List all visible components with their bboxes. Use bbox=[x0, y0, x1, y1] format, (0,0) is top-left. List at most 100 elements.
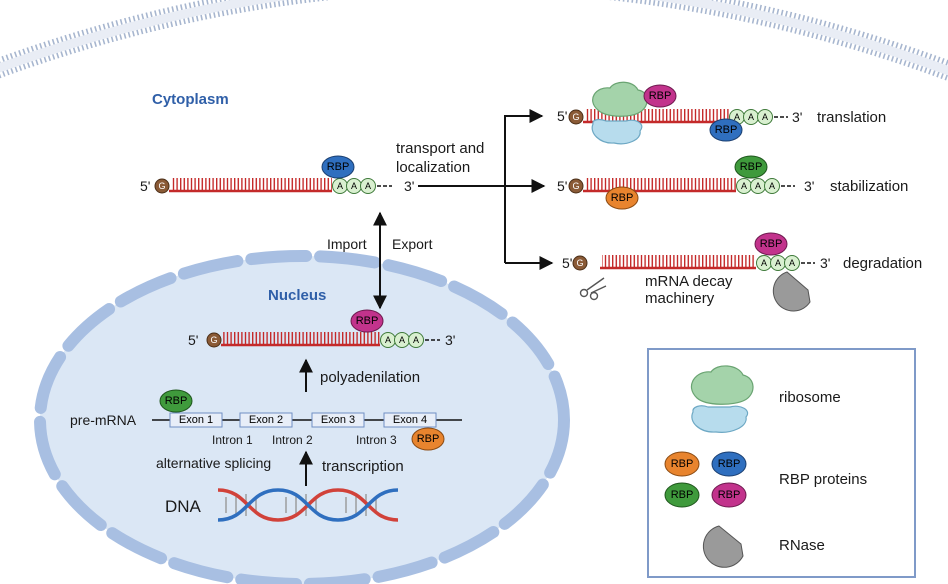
rbp-green bbox=[159, 389, 193, 413]
svg-text:RBP: RBP bbox=[611, 192, 634, 204]
stabilization-label: stabilization bbox=[830, 178, 908, 195]
import-label: Import bbox=[327, 236, 367, 252]
exon-3: Exon 3 bbox=[321, 414, 355, 426]
svg-text:RBP: RBP bbox=[718, 458, 741, 470]
legend-rbp-green bbox=[664, 482, 700, 508]
legend-ribosome-icon bbox=[690, 365, 754, 433]
cap-icon bbox=[154, 178, 170, 194]
svg-text:RBP: RBP bbox=[417, 433, 440, 445]
svg-text:RBP: RBP bbox=[718, 489, 741, 501]
translation-label: translation bbox=[817, 109, 886, 126]
exon-1: Exon 1 bbox=[179, 414, 213, 426]
svg-text:A: A bbox=[351, 181, 357, 191]
svg-text:A: A bbox=[769, 181, 775, 191]
intron-1: Intron 1 bbox=[212, 433, 253, 447]
svg-text:RBP: RBP bbox=[671, 458, 694, 470]
svg-text:RBP: RBP bbox=[760, 238, 783, 250]
svg-text:RBP: RBP bbox=[327, 161, 350, 173]
cytoplasmic-mrna: 5' G A A A 3' RBP bbox=[140, 155, 414, 194]
five-prime-label: 5' bbox=[140, 178, 150, 194]
legend-rbp-orange bbox=[664, 451, 700, 477]
svg-text:5': 5' bbox=[557, 178, 567, 194]
svg-text:A: A bbox=[741, 181, 747, 191]
svg-text:3': 3' bbox=[820, 255, 830, 271]
legend-rnase-label: RNase bbox=[779, 537, 825, 554]
transport-arrows bbox=[418, 109, 554, 270]
export-label: Export bbox=[392, 236, 433, 252]
svg-text:A: A bbox=[789, 258, 795, 268]
transport-label-line2: localization bbox=[396, 159, 470, 176]
legend-rnase-icon bbox=[702, 525, 744, 568]
svg-text:A: A bbox=[775, 258, 781, 268]
dna-helix-icon bbox=[217, 488, 399, 522]
svg-text:3': 3' bbox=[792, 109, 802, 125]
pre-mrna-label: pre-mRNA bbox=[70, 412, 137, 428]
poly-a-tail: A A A bbox=[736, 178, 780, 194]
svg-text:RBP: RBP bbox=[715, 124, 738, 136]
rbp-magenta bbox=[643, 84, 677, 108]
svg-text:G: G bbox=[576, 258, 583, 268]
exon-2: Exon 2 bbox=[249, 414, 283, 426]
rbp-orange bbox=[411, 427, 445, 451]
rbp-magenta bbox=[350, 309, 384, 333]
nuclear-mrna: 5' G A A A 3' RBP bbox=[188, 309, 455, 348]
rbp-blue bbox=[709, 118, 743, 142]
legend-rbp-blue bbox=[711, 451, 747, 477]
cap-icon bbox=[568, 109, 584, 125]
svg-text:G: G bbox=[210, 335, 217, 345]
svg-text:A: A bbox=[365, 181, 371, 191]
legend-rbp-label: RBP proteins bbox=[779, 471, 867, 488]
poly-a-tail: A A A bbox=[380, 332, 424, 348]
nucleus-label: Nucleus bbox=[268, 287, 326, 304]
svg-text:3': 3' bbox=[804, 178, 814, 194]
svg-text:A: A bbox=[762, 112, 768, 122]
alternative-splicing-label: alternative splicing bbox=[156, 455, 271, 471]
scissors-icon bbox=[579, 277, 607, 301]
polyadenylation-label: polyadenilation bbox=[320, 369, 420, 386]
svg-text:G: G bbox=[572, 181, 579, 191]
rbp-orange bbox=[605, 186, 639, 210]
cap-icon bbox=[206, 332, 222, 348]
degradation-label: degradation bbox=[843, 255, 922, 272]
svg-text:RBP: RBP bbox=[740, 161, 763, 173]
decay-machinery-line2: machinery bbox=[645, 290, 715, 307]
svg-text:3': 3' bbox=[445, 332, 455, 348]
svg-text:A: A bbox=[399, 335, 405, 345]
svg-text:5': 5' bbox=[562, 255, 572, 271]
transport-label-line1: transport and bbox=[396, 140, 484, 157]
svg-text:RBP: RBP bbox=[671, 489, 694, 501]
svg-text:RBP: RBP bbox=[165, 395, 188, 407]
transcription-label: transcription bbox=[322, 458, 404, 475]
legend-rbp-magenta bbox=[711, 482, 747, 508]
degradation-mrna: 5' G A A A 3' RBP bbox=[562, 232, 830, 312]
legend: ribosome RBP RBP RBP RBP RBP proteins RN… bbox=[647, 348, 916, 578]
svg-text:G: G bbox=[572, 112, 579, 122]
decay-machinery-line1: mRNA decay bbox=[645, 273, 733, 290]
exon-4: Exon 4 bbox=[393, 414, 427, 426]
svg-text:5': 5' bbox=[557, 108, 567, 124]
svg-text:RBP: RBP bbox=[649, 90, 672, 102]
rbp-green bbox=[734, 155, 768, 179]
svg-text:5': 5' bbox=[188, 332, 198, 348]
three-prime-label: 3' bbox=[404, 178, 414, 194]
ribosome-icon bbox=[591, 81, 648, 145]
svg-text:A: A bbox=[755, 181, 761, 191]
cytoplasm-label: Cytoplasm bbox=[152, 91, 229, 108]
cap-label: G bbox=[158, 181, 165, 191]
svg-text:A: A bbox=[413, 335, 419, 345]
intron-3: Intron 3 bbox=[356, 433, 397, 447]
poly-a-tail: A A A bbox=[756, 255, 800, 271]
svg-text:A: A bbox=[761, 258, 767, 268]
intron-2: Intron 2 bbox=[272, 433, 313, 447]
rbp-magenta bbox=[754, 232, 788, 256]
cap-icon bbox=[572, 255, 588, 271]
stabilization-mrna: 5' G A A A 3' RBP RBP bbox=[557, 155, 814, 210]
pre-mrna-gene: pre-mRNA Exon 1 Exon 2 Exon 3 Exon 4 Int… bbox=[70, 389, 462, 451]
translation-mrna: 5' G A A A 3' RBP RBP bbox=[557, 81, 802, 145]
dna-label: DNA bbox=[165, 497, 202, 516]
poly-a-tail: A A A bbox=[332, 178, 376, 194]
cell-membrane bbox=[0, 0, 948, 82]
svg-text:A: A bbox=[337, 181, 343, 191]
svg-text:A: A bbox=[748, 112, 754, 122]
